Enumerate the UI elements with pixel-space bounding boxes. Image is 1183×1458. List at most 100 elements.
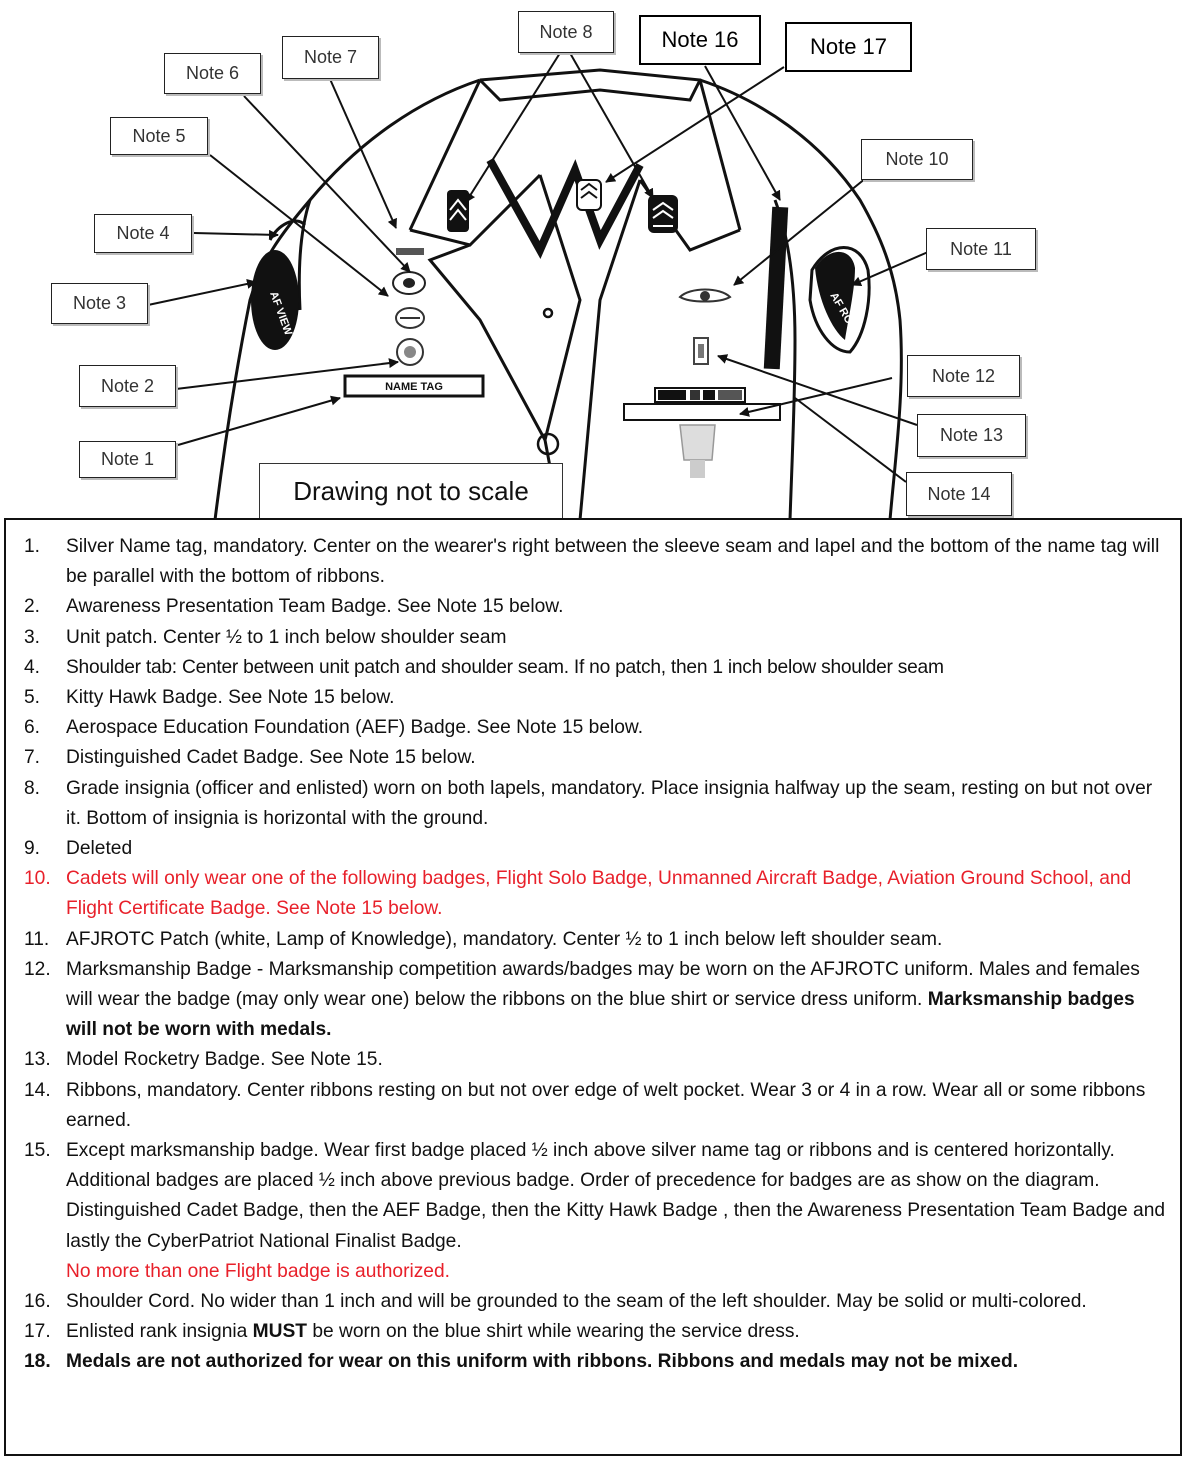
note-label-12: Note 12	[907, 355, 1020, 397]
note-label-7: Note 7	[282, 36, 379, 79]
note-text: Enlisted rank insignia MUST be worn on t…	[66, 1317, 1170, 1347]
note-number: 18.	[24, 1351, 51, 1373]
uniform-diagram: AF VIEW AF RO NAME TAG	[0, 0, 1183, 520]
note-text-bold: MUST	[252, 1321, 308, 1343]
note-number: 6.	[24, 717, 41, 739]
scale-disclaimer: Drawing not to scale	[259, 463, 563, 519]
awareness-team-badge	[396, 338, 424, 366]
note-text: Medals are not authorized for wear on th…	[66, 1351, 1019, 1373]
grade-insignia-left	[447, 190, 469, 232]
note-item-18: 18. Medals are not authorized for wear on…	[24, 1347, 1170, 1377]
notes-panel: 1. Silver Name tag, mandatory. Center on …	[4, 518, 1182, 1456]
note-label-4: Note 4	[94, 214, 192, 253]
note-item-11: 11.AFJROTC Patch (white, Lamp of Knowled…	[24, 925, 1170, 955]
flight-badge	[678, 288, 732, 303]
note-text: Marksmanship Badge - Marksmanship compet…	[66, 955, 1170, 1046]
note-text-pre: Enlisted rank insignia	[66, 1321, 253, 1343]
ribbons	[654, 387, 746, 403]
note-number: 17.	[24, 1321, 51, 1343]
note-number: 9.	[24, 838, 41, 860]
note-label-5: Note 5	[110, 117, 208, 155]
note-number: 11.	[24, 928, 50, 950]
note-item-14: 14. Ribbons, mandatory. Center ribbons re…	[24, 1076, 1170, 1136]
note-label-13: Note 13	[917, 414, 1026, 457]
note-label-10: Note 10	[861, 139, 973, 180]
note-item-16: 16. Shoulder Cord. No wider than 1 inch a…	[24, 1287, 1170, 1317]
note-item-15: 15. Except marksmanship badge. Wear first…	[24, 1136, 1170, 1287]
note-number: 14.	[24, 1079, 51, 1101]
note-text: Aerospace Education Foundation (AEF) Bad…	[66, 717, 644, 739]
note-text: Cadets will only wear one of the followi…	[66, 868, 1132, 920]
shoulder-tab	[268, 219, 307, 241]
note-item-7: 7.Distinguished Cadet Badge. See Note 15…	[24, 743, 1170, 773]
note-item-9: 9. Deleted	[24, 834, 1170, 864]
note-text-bold: Marksmanship badges will not be worn wit…	[66, 989, 1135, 1041]
note-label-17: Note 17	[785, 22, 912, 72]
note-item-2: 2. Awareness Presentation Team Badge. See…	[24, 592, 1170, 622]
note-number: 10.	[24, 868, 51, 890]
collar-v	[486, 158, 644, 260]
marksmanship-badge	[679, 424, 716, 478]
afjrotc-patch: AF RO	[808, 246, 871, 354]
note-text: Ribbons, mandatory. Center ribbons resti…	[66, 1079, 1146, 1131]
shoulder-cord	[763, 206, 789, 370]
note-number: 3.	[24, 626, 41, 648]
note-number: 15.	[24, 1140, 51, 1162]
svg-text:NAME TAG: NAME TAG	[385, 381, 443, 393]
note-number: 7.	[24, 747, 41, 769]
note-item-6: 6. Aerospace Education Foundation (AEF) B…	[24, 713, 1170, 743]
note-text: Kitty Hawk Badge. See Note 15 below.	[66, 687, 395, 709]
kitty-hawk-badge	[395, 307, 425, 329]
note-number: 4.	[24, 656, 41, 678]
uniform-drawing: AF VIEW AF RO NAME TAG	[147, 52, 929, 520]
note-text-body: Except marksmanship badge. Wear first ba…	[66, 1140, 1166, 1252]
note-text: Shoulder Cord. No wider than 1 inch and …	[66, 1291, 1087, 1313]
note-number: 8.	[24, 777, 41, 799]
note-item-12: 12. Marksmanship Badge - Marksmanship com…	[24, 955, 1170, 1046]
note-item-13: 13. Model Rocketry Badge. See Note 15.	[24, 1045, 1170, 1075]
shirt-outline	[213, 68, 903, 520]
note-item-5: 5. Kitty Hawk Badge. See Note 15 below.	[24, 683, 1170, 713]
note-label-11: Note 11	[926, 228, 1036, 270]
distinguished-cadet-badge	[396, 248, 424, 255]
note-number: 16.	[24, 1291, 51, 1313]
leader-lines	[147, 52, 929, 483]
note-text-body: Marksmanship Badge - Marksmanship compet…	[66, 958, 1140, 1011]
aef-badge	[392, 271, 426, 295]
note-label-1: Note 1	[79, 441, 176, 478]
note-text: Unit patch. Center ½ to 1 inch below sho…	[66, 626, 507, 648]
note-number: 13.	[24, 1049, 51, 1071]
model-rocketry-badge	[693, 337, 709, 365]
note-text: Deleted	[66, 838, 133, 860]
shirt-button	[536, 432, 560, 456]
note-number: 12.	[24, 958, 51, 980]
note-text: Model Rocketry Badge. See Note 15.	[66, 1049, 383, 1071]
note-number: 5.	[24, 687, 41, 709]
note-number: 1.	[24, 536, 41, 557]
note-text: Awareness Presentation Team Badge. See N…	[66, 596, 564, 618]
notes-list: 1. Silver Name tag, mandatory. Center on …	[6, 520, 1180, 1378]
note-label-3: Note 3	[51, 283, 148, 324]
unit-patch: AF VIEW	[251, 250, 299, 350]
note-label-2: Note 2	[79, 365, 176, 407]
note-item-10: 10. Cadets will only wear one of the foll…	[24, 864, 1170, 924]
note-text: Shoulder tab: Center between unit patch …	[66, 656, 944, 678]
grade-insignia-right	[648, 195, 678, 233]
note-number: 2.	[24, 596, 41, 618]
shirt-button	[542, 307, 554, 319]
note-label-16: Note 16	[639, 15, 761, 65]
note-text: Silver Name tag, mandatory. Center on th…	[66, 536, 1160, 588]
note-item-4: 4. Shoulder tab: Center between unit patc…	[24, 653, 1170, 683]
collar-top-band	[478, 78, 702, 102]
note-label-8: Note 8	[518, 11, 614, 53]
note-label-6: Note 6	[164, 53, 261, 94]
note-text: Grade insignia (officer and enlisted) wo…	[66, 777, 1153, 829]
note-item-3: 3. Unit patch. Center ½ to 1 inch below s…	[24, 623, 1170, 653]
note-text-red: No more than one Flight badge is authori…	[66, 1260, 450, 1282]
grade-insignia-center	[576, 179, 602, 211]
name-tag: NAME TAG	[343, 374, 485, 398]
note-text: Except marksmanship badge. Wear first ba…	[66, 1136, 1170, 1287]
welt-pocket	[623, 403, 781, 421]
note-item-8: 8. Grade insignia (officer and enlisted) …	[24, 774, 1170, 834]
note-text-post: be worn on the blue shirt while wearing …	[307, 1321, 800, 1343]
